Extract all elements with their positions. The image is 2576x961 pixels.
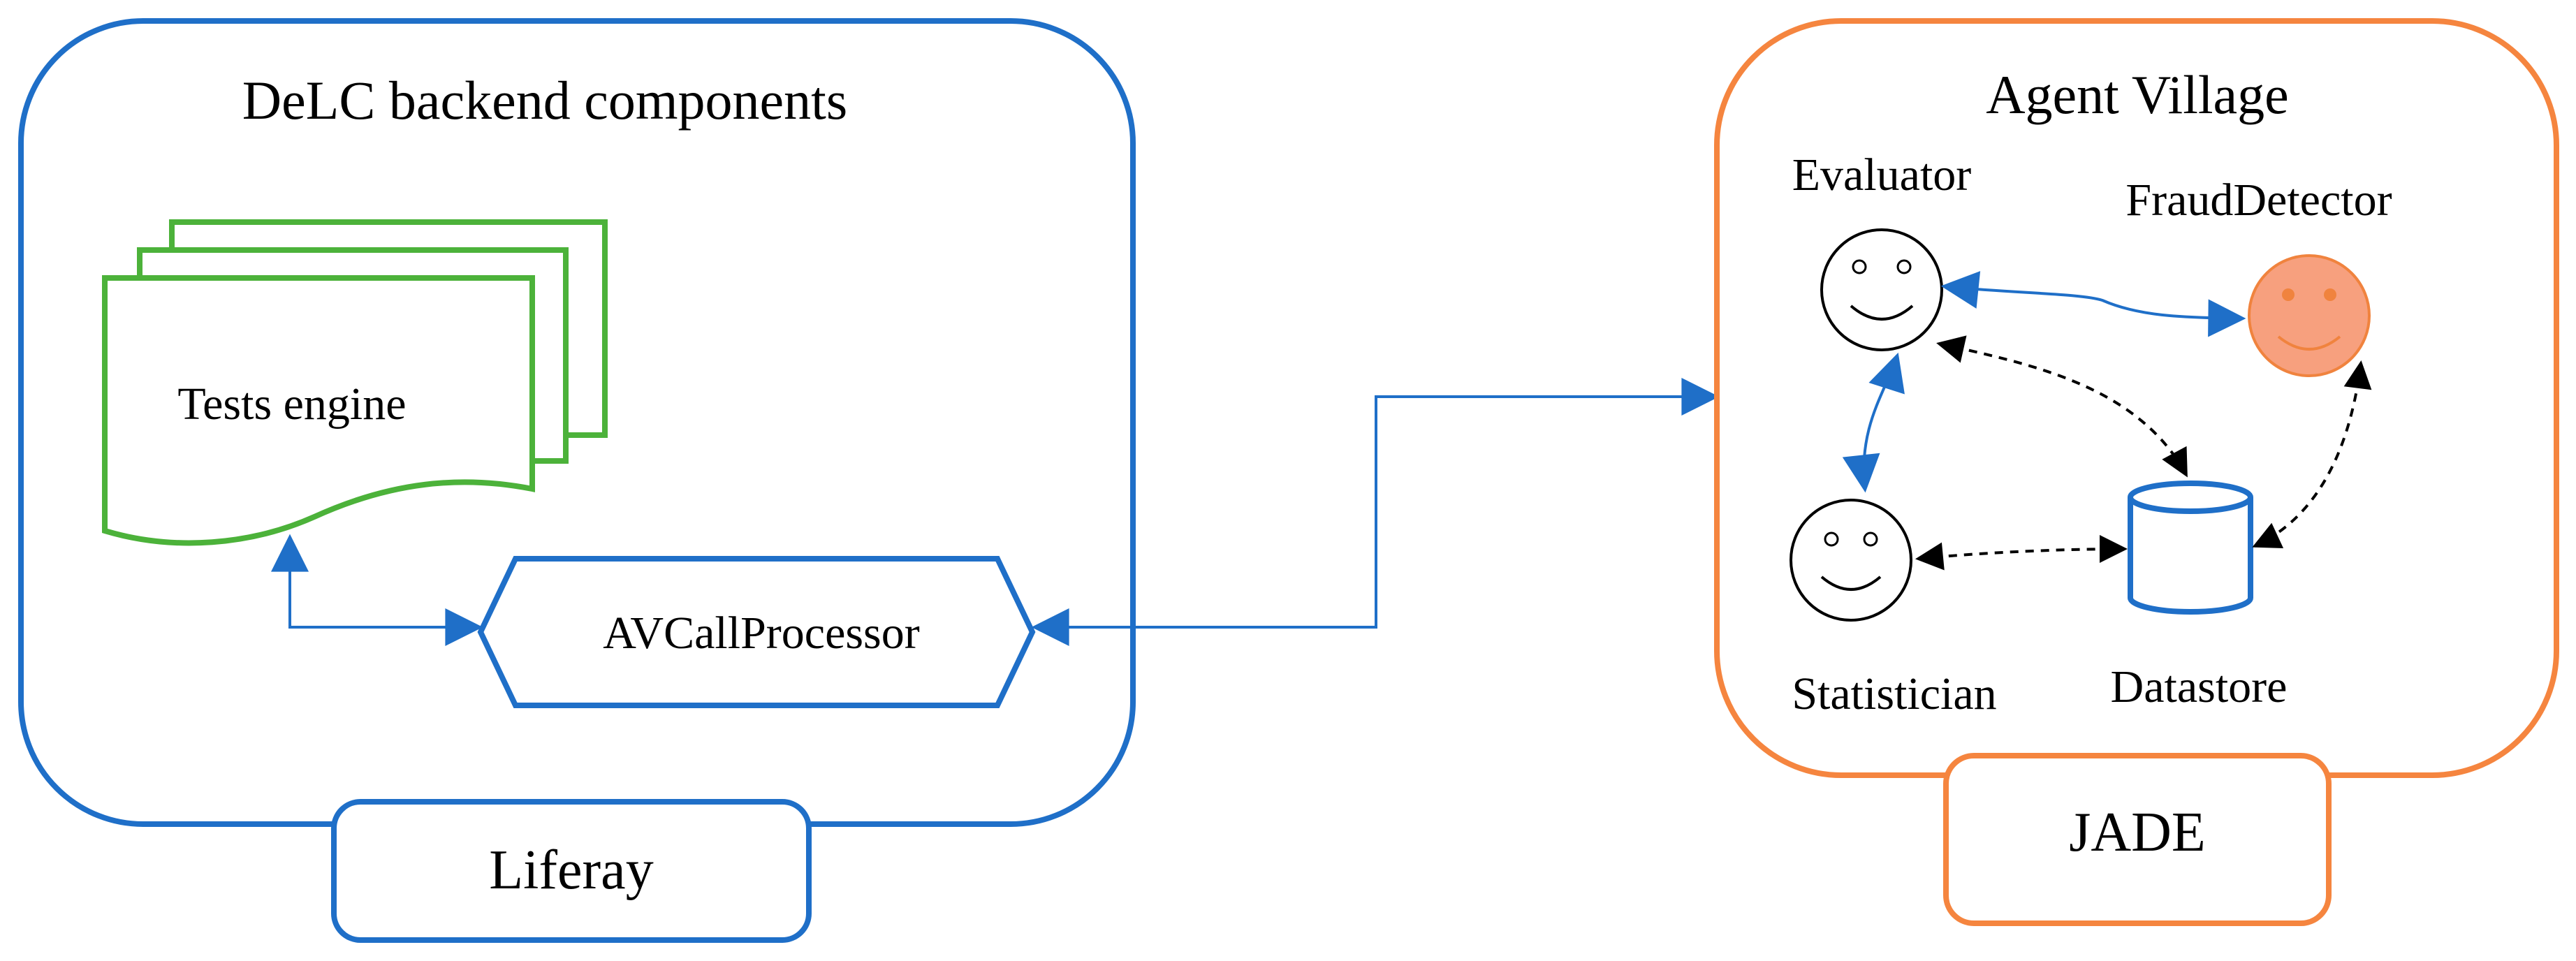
agent-village-title: Agent Village — [1986, 64, 2289, 125]
jade-tab — [1943, 753, 2332, 926]
fraud-detector-agent — [2248, 254, 2371, 377]
statistician-label: Statistician — [1792, 668, 1996, 719]
delc-title: DeLC backend components — [242, 70, 847, 131]
smiley-face-icon — [1790, 499, 1912, 622]
smiley-face-icon — [2248, 254, 2371, 377]
evaluator-agent — [1820, 228, 1943, 351]
evaluator-fraud-detector-link — [1940, 271, 2246, 337]
datastore-label: Datastore — [2111, 661, 2288, 712]
evaluator-datastore-link — [1936, 335, 2188, 478]
statistician-datastore-link — [1915, 535, 2128, 571]
av-call-processor-label: AVCallProcessor — [603, 608, 919, 659]
smiley-face-icon — [1820, 228, 1943, 351]
liferay-tab — [331, 799, 812, 943]
evaluator-statistician-link — [1842, 352, 1905, 493]
statistician-agent — [1790, 499, 1912, 622]
tests-engine-avcall-connector — [271, 534, 483, 646]
liferay-label: Liferay — [489, 839, 653, 901]
fraud-detector-label: FraudDetector — [2125, 175, 2392, 226]
fraud-detector-datastore-link — [2252, 360, 2372, 548]
database-cylinder-icon — [2128, 480, 2253, 615]
document-stack-icon — [102, 219, 608, 546]
tests-engine-label: Tests engine — [177, 379, 406, 430]
jade-label: JADE — [2069, 802, 2206, 863]
evaluator-label: Evaluator — [1792, 149, 1972, 200]
tests-engine-page-front — [102, 275, 535, 546]
avcall-agent-village-connector — [1031, 378, 1720, 646]
